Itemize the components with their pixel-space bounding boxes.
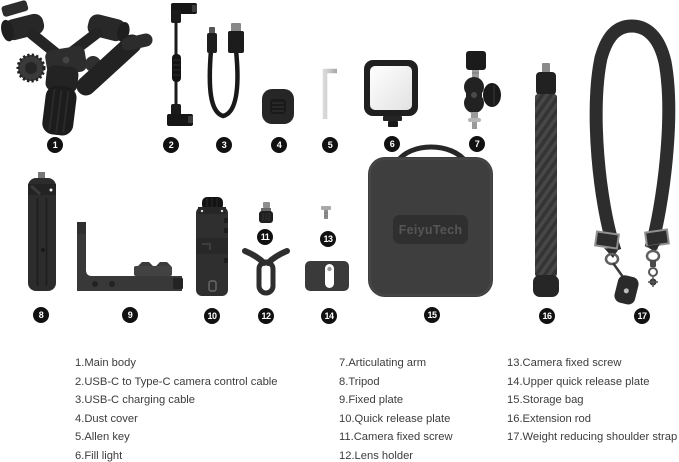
- item-2-badge: 2: [163, 137, 179, 153]
- articulating-arm-illustration: [464, 51, 501, 129]
- dust-cover-illustration: [262, 89, 294, 124]
- allen-key-illustration: [322, 68, 337, 119]
- legend-item-7: 7.Articulating arm: [339, 357, 427, 369]
- fixed-plate-illustration: [77, 222, 183, 291]
- legend-item-8: 8.Tripod: [339, 375, 380, 388]
- fill-light-illustration: [364, 60, 418, 127]
- item-11-badge: 11: [257, 229, 273, 245]
- item-1-badge: 1: [47, 137, 63, 153]
- legend-item-15: 15.Storage bag: [507, 394, 584, 406]
- item-17-badge: 17: [634, 308, 650, 324]
- upper-quick-release-plate-illustration: [305, 261, 349, 291]
- storage-bag-illustration: FeiyuTech: [368, 144, 493, 297]
- item-3-badge: 3: [216, 137, 232, 153]
- legend-item-11: 11.Camera fixed screw: [339, 431, 453, 443]
- product-diagram: FeiyuTech: [1, 0, 676, 305]
- camera-control-cable-illustration: [167, 3, 197, 126]
- item-6-badge: 6: [384, 136, 400, 152]
- charging-cable-illustration: [207, 23, 244, 119]
- lens-holder-illustration: [242, 248, 290, 296]
- item-8-badge: 8: [33, 307, 49, 323]
- item-7-badge: 7: [469, 136, 485, 152]
- legend-column-2: 7.Articulating arm 8.Tripod 9.Fixed plat…: [339, 354, 453, 462]
- extension-rod-illustration: [533, 63, 559, 297]
- legend-item-12: 12.Lens holder: [339, 449, 414, 462]
- legend-item-4: 4.Dust cover: [75, 412, 138, 425]
- item-15-badge: 15: [424, 307, 440, 323]
- legend-item-17: 17.Weight reducing shoulder strap: [507, 431, 678, 443]
- item-5-badge: 5: [322, 137, 338, 153]
- legend-column-3: 13.Camera fixed screw 14.Upper quick rel…: [507, 354, 677, 447]
- legend-item-13: 13.Camera fixed screw: [507, 357, 622, 369]
- item-14-badge: 14: [321, 308, 337, 324]
- legend-item-3: 3.USB-C charging cable: [75, 394, 196, 406]
- item-13-badge: 13: [320, 231, 336, 247]
- tripod-illustration: [28, 172, 56, 291]
- legend-item-6: 6.Fill light: [75, 449, 123, 462]
- legend-item-16: 16.Extension rod: [507, 412, 591, 425]
- item-9-badge: 9: [122, 307, 138, 323]
- shoulder-strap-illustration: [589, 19, 676, 305]
- item-4-badge: 4: [271, 137, 287, 153]
- legend-item-5: 5.Allen key: [75, 431, 130, 443]
- legend-item-14: 14.Upper quick release plate: [507, 375, 650, 388]
- legend-item-10: 10.Quick release plate: [339, 412, 451, 425]
- legend-item-9: 9.Fixed plate: [339, 394, 404, 406]
- camera-fixed-screw-11-illustration: [259, 202, 273, 223]
- legend-column-1: 1.Main body 2.USB-C to Type-C camera con…: [75, 354, 278, 462]
- item-10-badge: 10: [204, 308, 220, 324]
- camera-fixed-screw-13-illustration: [321, 206, 331, 219]
- item-16-badge: 16: [539, 308, 555, 324]
- legend-item-2: 2.USB-C to Type-C camera control cable: [75, 375, 278, 388]
- item-12-badge: 12: [258, 308, 274, 324]
- storage-bag-brand-label: FeiyuTech: [399, 223, 463, 237]
- quick-release-plate-illustration: [196, 197, 228, 296]
- legend-item-1: 1.Main body: [75, 357, 136, 369]
- main-body-illustration: [1, 0, 153, 136]
